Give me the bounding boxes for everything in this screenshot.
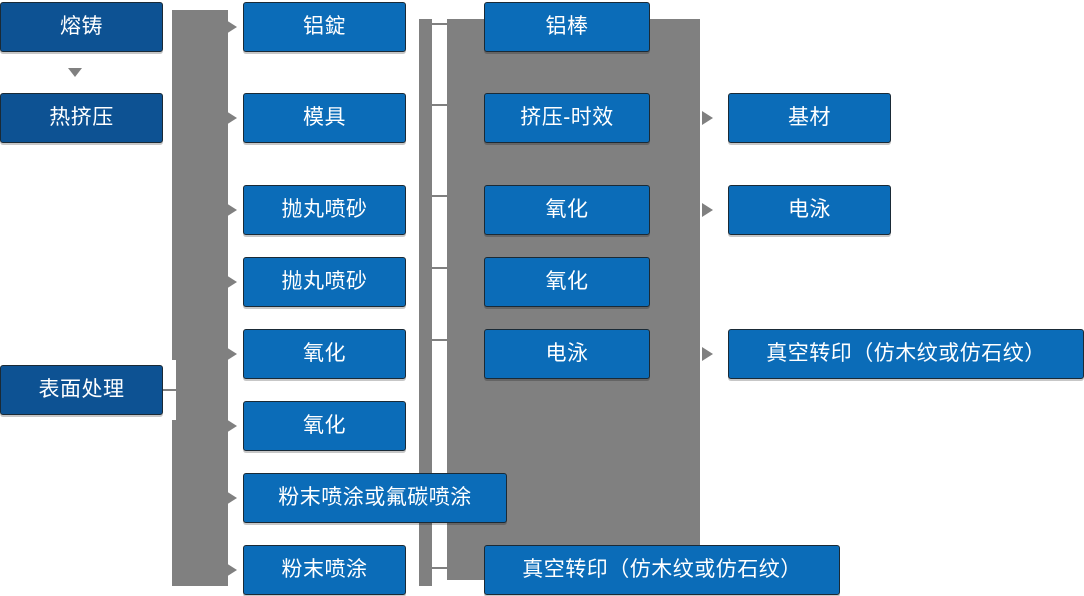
treatment-box-electrophoresis[interactable]: 电泳 [484,329,650,379]
process-label: 粉末喷涂 [281,558,368,582]
treatment-label: 氧化 [545,270,589,294]
output-box-vacuum-transfer-print[interactable]: 真空转印（仿木纹或仿石纹） [728,329,1084,379]
process-box-oxidation-2[interactable]: 氧化 [243,401,406,451]
connector-bus-left [172,10,228,586]
connector-tick-3 [424,195,452,197]
process-label: 氧化 [303,342,346,366]
treatment-label: 氧化 [545,198,589,222]
connector-gap-mid [432,19,447,23]
connector-arrow-to-p5 [226,347,237,361]
treatment-box-extrusion-aging[interactable]: 挤压-时效 [484,93,650,143]
output-label: 基材 [788,106,831,130]
connector-tick-2 [424,104,452,106]
connector-arrow-to-p4 [226,275,237,289]
treatment-box-aluminum-bar[interactable]: 铝棒 [484,2,650,52]
process-label: 铝錠 [303,15,346,39]
connector-tick-4 [424,267,452,269]
stage-label: 熔铸 [60,15,103,39]
process-label: 抛丸喷砂 [281,198,368,222]
treatment-label: 真空转印（仿木纹或仿石纹） [522,558,802,582]
treatment-label: 铝棒 [545,15,589,39]
connector-bus-mid-narrow [419,19,432,486]
treatment-label: 挤压-时效 [520,106,614,130]
connector-arrow-to-p2 [226,111,237,125]
stage-box-melting[interactable]: 熔铸 [0,2,163,52]
connector-arrow-to-p3 [226,203,237,217]
output-label: 电泳 [788,198,831,222]
connector-tick-1 [424,23,452,25]
process-box-shot-blasting-2[interactable]: 抛丸喷砂 [243,257,406,307]
process-label: 粉末喷涂或氟碳喷涂 [278,486,472,510]
connector-tick-5 [424,339,452,341]
connector-stub-surface [163,389,181,391]
output-label: 真空转印（仿木纹或仿石纹） [766,342,1046,366]
treatment-box-oxidation-1[interactable]: 氧化 [484,185,650,235]
process-box-mold[interactable]: 模具 [243,93,406,143]
process-label: 模具 [303,106,346,130]
connector-arrow-to-o1 [702,111,713,125]
process-box-powder-or-fluorocarbon-coating[interactable]: 粉末喷涂或氟碳喷涂 [243,473,507,523]
connector-arrow-to-p6 [226,419,237,433]
output-box-base-material[interactable]: 基材 [728,93,891,143]
treatment-label: 电泳 [545,342,589,366]
process-box-oxidation-1[interactable]: 氧化 [243,329,406,379]
connector-tick-6 [424,567,452,569]
output-box-electrophoresis[interactable]: 电泳 [728,185,891,235]
stage-box-surface-treatment[interactable]: 表面处理 [0,365,163,415]
treatment-box-oxidation-2[interactable]: 氧化 [484,257,650,307]
process-box-aluminum-ingot[interactable]: 铝錠 [243,2,406,52]
stage-label: 热挤压 [49,106,114,130]
connector-arrow-to-p8 [226,563,237,577]
connector-arrow-to-p7 [226,491,237,505]
connector-arrow-down-melt [68,68,82,77]
process-label: 抛丸喷砂 [281,270,368,294]
connector-arrow-to-o3 [702,347,713,361]
connector-arrow-to-p1 [226,20,237,34]
process-box-shot-blasting-1[interactable]: 抛丸喷砂 [243,185,406,235]
process-label: 氧化 [303,414,346,438]
connector-arrow-to-o2 [702,203,713,217]
treatment-box-vacuum-transfer-print[interactable]: 真空转印（仿木纹或仿石纹） [484,545,840,595]
stage-box-hot-extrusion[interactable]: 热挤压 [0,93,163,143]
process-box-powder-coating[interactable]: 粉末喷涂 [243,545,406,595]
stage-label: 表面处理 [38,378,125,402]
